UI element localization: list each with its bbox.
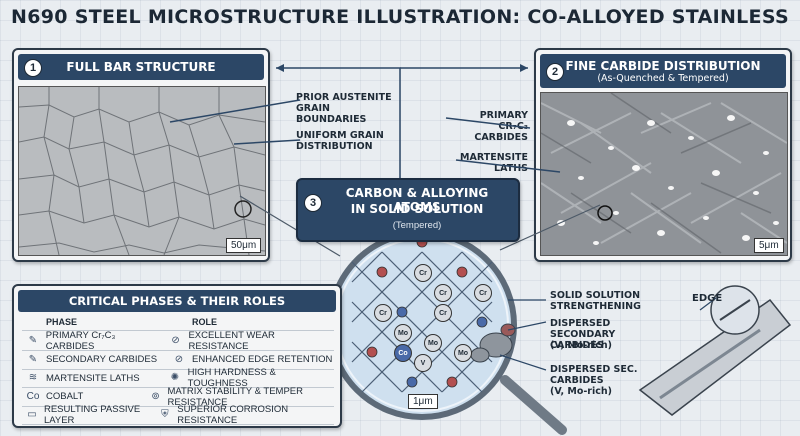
panel2-heading: FINE CARBIDE DISTRIBUTION	[565, 58, 761, 73]
atom-cr: Cr	[374, 304, 392, 322]
label-uniform-grain: UNIFORM GRAIN DISTRIBUTION	[296, 130, 384, 152]
panel2-scale-bar: 5μm	[754, 238, 784, 253]
label-dispersed-sec: DISPERSED SEC. CARBIDES	[550, 364, 638, 386]
phase-role: HIGH HARDNESS & TOUGHNESS	[187, 367, 276, 389]
page-title: N690 STEEL MICROSTRUCTURE ILLUSTRATION: …	[11, 6, 789, 28]
table-row: ▭ RESULTING PASSIVE LAYER ⛨ SUPERIOR CORROS…	[22, 404, 334, 426]
layer-icon: ▭	[27, 409, 37, 420]
cobalt-icon: Co	[26, 390, 40, 402]
panel-solid-solution: CARBON & ALLOYING ATOMS IN SOLID SOLUTIO…	[296, 178, 520, 242]
phases-table: CRITICAL PHASES & THEIR ROLES PHASE ROLE…	[12, 284, 342, 428]
panel3-heading-line1: CARBON & ALLOYING ATOMS	[345, 186, 489, 214]
wear-icon: ⊘	[171, 335, 180, 346]
shield-icon: ⛨	[161, 409, 169, 420]
atom-mo: Mo	[454, 344, 472, 362]
label-solid-solution: SOLID SOLUTION STRENGTHENING	[550, 290, 641, 312]
phase-name: RESULTING PASSIVE LAYER	[43, 404, 141, 426]
edge-icon: ⊘	[174, 353, 184, 365]
edge-label: EDGE	[692, 293, 723, 304]
panel3-number-badge: 3	[304, 194, 322, 212]
phases-header-row: PHASE ROLE	[22, 314, 334, 331]
atom-cr: Cr	[414, 264, 432, 282]
stability-icon: ⊚	[151, 390, 160, 402]
label-dispersed-sec-sub: (V, Mo-rich)	[550, 386, 612, 397]
panel3-subheading: (Tempered)	[392, 220, 442, 231]
phase-name: COBALT	[46, 391, 84, 402]
panel2-subheading: (As-Quenched & Tempered)	[597, 72, 729, 84]
grain-structure-image	[18, 86, 266, 256]
col-role: ROLE	[192, 317, 218, 327]
panel-fine-carbide: FINE CARBIDE DISTRIBUTION (As-Quenched &…	[534, 48, 792, 262]
panel1-scale-bar: 50μm	[226, 238, 262, 253]
atom-cr: Cr	[434, 304, 452, 322]
carbide-micrograph	[541, 93, 787, 255]
table-row: ≋ MARTENSITE LATHS ✺ HIGH HARDNESS & TOUGHN…	[22, 367, 334, 389]
phases-heading-bar: CRITICAL PHASES & THEIR ROLES	[18, 290, 336, 312]
phase-role: EXCELLENT WEAR RESISTANCE	[188, 330, 275, 352]
table-row: Co COBALT ⊚ MATRIX STABILITY & TEMPER RESIS…	[22, 385, 334, 408]
panel1-heading-bar: FULL BAR STRUCTURE	[18, 54, 264, 80]
phase-name: MARTENSITE LATHS	[46, 372, 140, 384]
panel1-heading: FULL BAR STRUCTURE	[66, 60, 216, 74]
panel2-heading-bar: FINE CARBIDE DISTRIBUTION (As-Quenched &…	[540, 54, 786, 88]
grain-micrograph	[19, 87, 265, 255]
table-row: ✎ SECONDARY CARBIDES ⊘ ENHANCED EDGE RETENT…	[22, 351, 334, 370]
phases-heading: CRITICAL PHASES & THEIR ROLES	[68, 294, 286, 308]
atom-v: V	[414, 354, 432, 372]
label-martensite-laths: MARTENSITE LATHS	[460, 152, 528, 174]
atom-cr: Cr	[434, 284, 452, 302]
label-grain-boundaries: PRIOR AUSTENITE GRAIN BOUNDARIES	[296, 92, 392, 125]
atom-co: Co	[394, 344, 412, 362]
panel-full-bar-structure: FULL BAR STRUCTURE 1 50μm	[12, 48, 270, 262]
panel3-scale-bar: 1μm	[408, 394, 438, 409]
atom-mo: Mo	[394, 324, 412, 342]
atom-cr: Cr	[474, 284, 492, 302]
label-dispersed-secondary: DISPERSED SECONDARY CARBIDES	[550, 318, 616, 351]
panel3-heading-line2: IN SOLID SOLUTION	[350, 202, 484, 216]
hardness-icon: ✺	[170, 372, 180, 383]
atom-mo: Mo	[424, 334, 442, 352]
carbide-icon: ✎	[28, 335, 38, 346]
panel2-number-badge: 2	[546, 63, 564, 81]
label-dispersed-secondary-sub: (V, Mo-rich)	[550, 340, 612, 351]
carbide-image	[540, 92, 788, 256]
table-row: ✎ PRIMARY Cr₇C₃ CARBIDES ⊘ EXCELLENT WEAR R…	[22, 330, 334, 352]
carbide-icon: ✎	[28, 353, 38, 365]
phase-name: PRIMARY Cr₇C₃ CARBIDES	[45, 330, 116, 352]
laths-icon: ≋	[28, 372, 38, 383]
panel1-number-badge: 1	[24, 59, 42, 77]
phase-role: ENHANCED EDGE RETENTION	[192, 354, 333, 365]
phase-name: SECONDARY CARBIDES	[46, 354, 158, 365]
col-phase: PHASE	[46, 317, 78, 327]
phase-role: MATRIX STABILITY & TEMPER RESISTANCE	[167, 385, 304, 408]
phase-role: SUPERIOR CORROSION RESISTANCE	[177, 404, 289, 426]
label-primary-carbides: PRIMARY Cr₇C₃ CARBIDES	[474, 110, 528, 143]
